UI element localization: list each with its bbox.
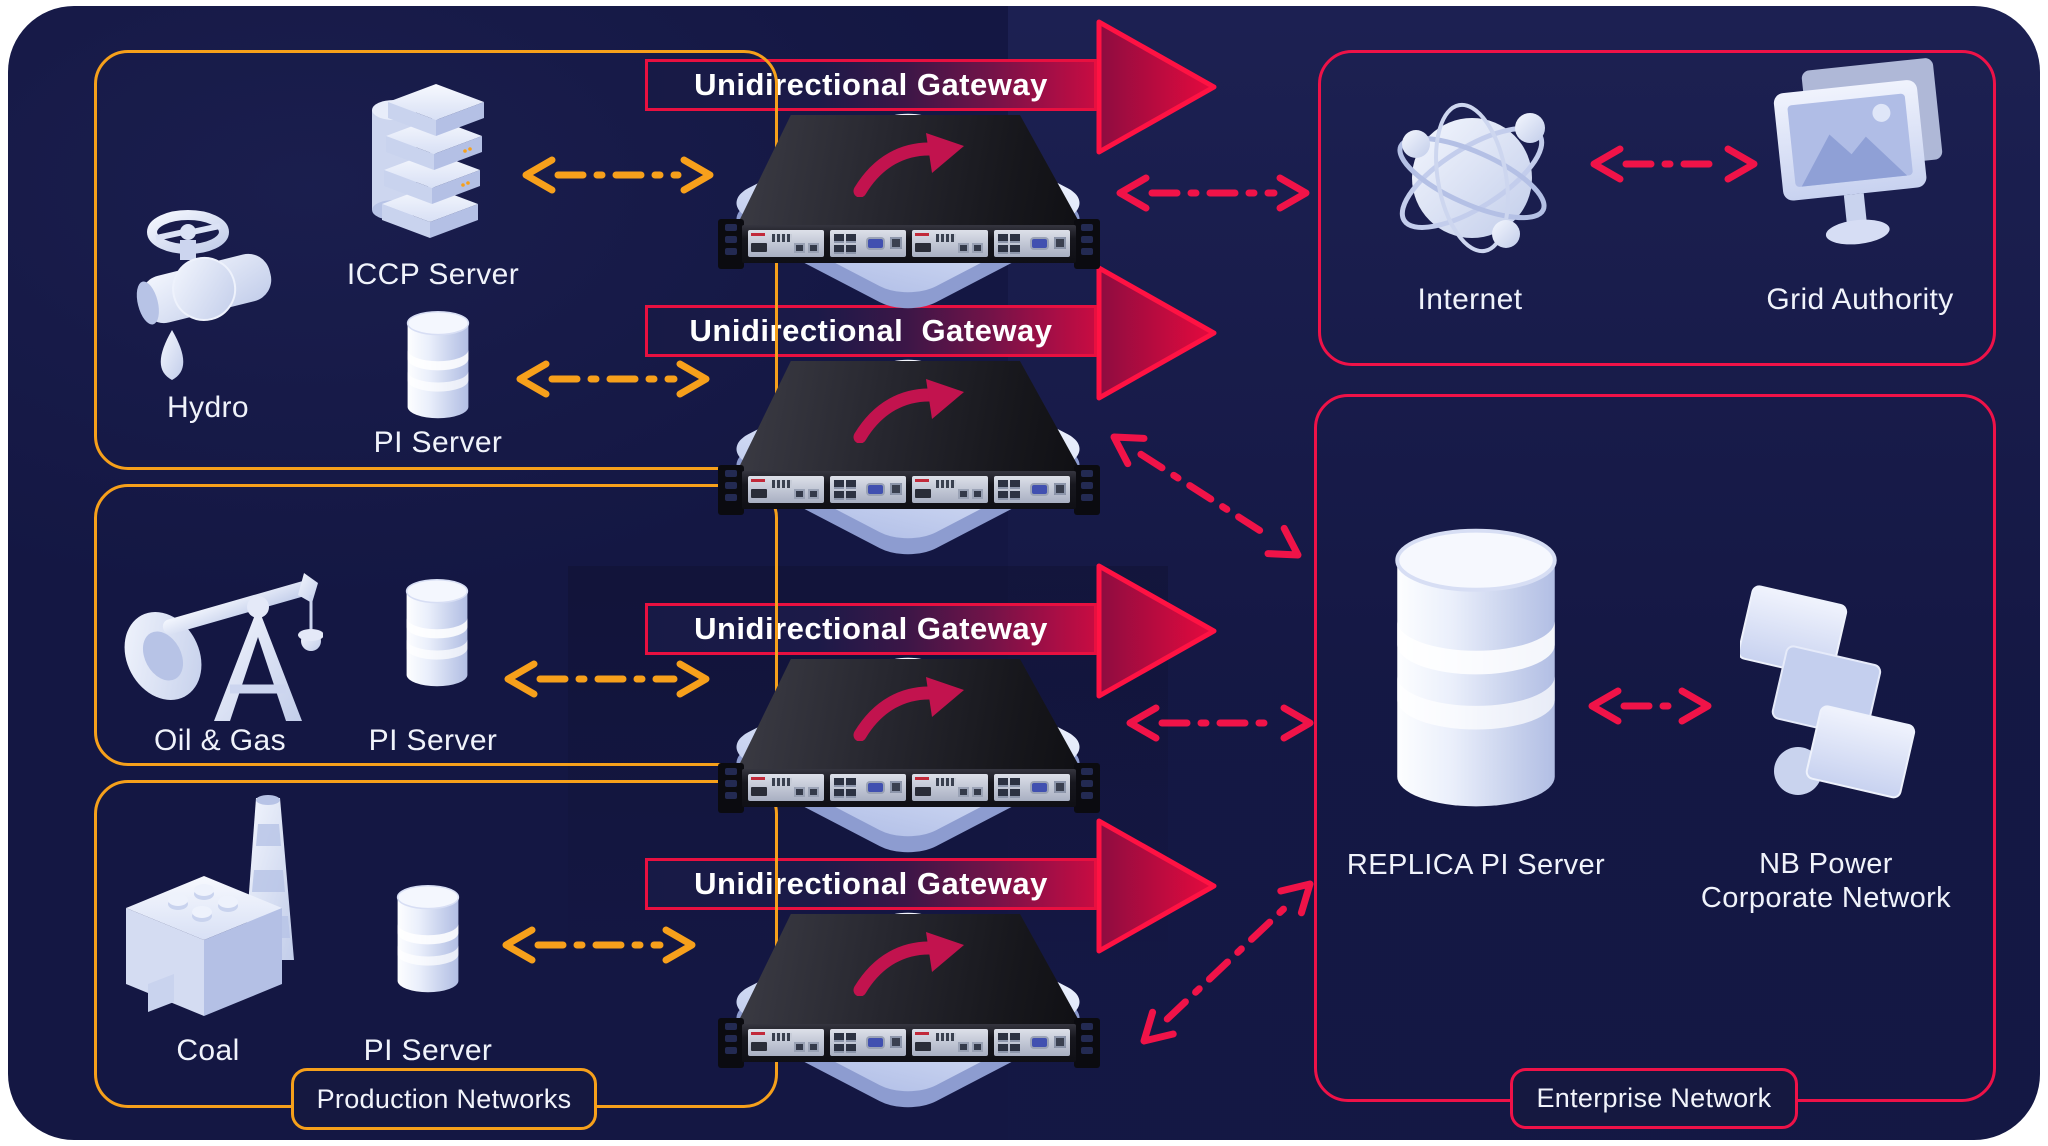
nb-power-label-line1: NB Power: [1759, 848, 1893, 880]
gateway-banner-label: Unidirectional Gateway: [694, 611, 1048, 646]
hydro-label: Hydro: [166, 391, 250, 424]
coal-factory-icon: [126, 795, 294, 1016]
flow-arrow-icon: [1096, 19, 1217, 155]
hydro-valve-icon: [136, 210, 272, 380]
pi-server-icon: [396, 885, 460, 993]
rack-server-top: [737, 659, 1081, 769]
gateway-banner-label: Unidirectional Gateway: [689, 313, 1053, 348]
rack-server-front-panel: [718, 763, 1100, 813]
flow-arrow-icon: [1096, 818, 1217, 954]
oil-gas-label: Oil & Gas: [154, 724, 286, 757]
waterfall-logo-icon: [853, 677, 964, 741]
nb-power-network-icon: [1740, 585, 1916, 799]
production-networks-label: Production Networks: [316, 1083, 572, 1114]
rack-server-front-panel: [718, 219, 1100, 269]
grid-authority-label: Grid Authority: [1766, 283, 1954, 316]
rack-server-front-panel: [718, 465, 1100, 515]
waterfall-logo-icon: [853, 379, 964, 443]
waterfall-logo-icon: [853, 932, 964, 996]
nb-power-label-line2: Corporate Network: [1700, 882, 1952, 914]
diagram-board: Unidirectional Gateway Unidirectional Ga…: [8, 6, 2040, 1140]
pi-server-label: PI Server: [368, 724, 498, 757]
internet-globe-icon: [1397, 102, 1547, 254]
gateway-banner-label: Unidirectional Gateway: [694, 866, 1048, 901]
flow-arrow-icon: [1096, 265, 1217, 401]
gateway-banner: Unidirectional Gateway: [645, 305, 1097, 357]
grid-authority-monitor-icon: [1773, 58, 1943, 245]
oil-gas-pumpjack-icon: [124, 573, 323, 721]
gateway-banner: Unidirectional Gateway: [645, 603, 1097, 655]
rack-server-top: [737, 115, 1081, 225]
gateway-banner-label: Unidirectional Gateway: [694, 67, 1048, 102]
coal-label: Coal: [176, 1034, 240, 1067]
flow-arrow-icon: [1096, 563, 1217, 699]
replica-pi-server-label: REPLICA PI Server: [1346, 849, 1606, 881]
pi-server-label: PI Server: [373, 426, 503, 459]
enterprise-network-label: Enterprise Network: [1536, 1083, 1772, 1113]
pi-server-icon: [406, 311, 470, 419]
enterprise-network-badge: Enterprise Network: [1510, 1068, 1798, 1129]
rack-server-front-panel: [718, 1018, 1100, 1068]
rack-server-top: [737, 914, 1081, 1024]
internet-zone-box: [1318, 50, 1996, 366]
internet-label: Internet: [1417, 283, 1523, 316]
production-networks-badge: Production Networks: [291, 1068, 597, 1130]
iccp-server-label: ICCP Server: [346, 258, 520, 291]
gateway-banner: Unidirectional Gateway: [645, 858, 1097, 910]
pi-server-label: PI Server: [363, 1034, 493, 1067]
waterfall-logo-icon: [853, 133, 964, 197]
gateway-banner: Unidirectional Gateway: [645, 59, 1097, 111]
iccp-server-icon: [372, 84, 484, 238]
replica-pi-server-icon: [1395, 528, 1557, 807]
rack-server-top: [737, 361, 1081, 471]
pi-server-icon: [405, 579, 469, 687]
oil-gas-network-box: [94, 484, 778, 766]
